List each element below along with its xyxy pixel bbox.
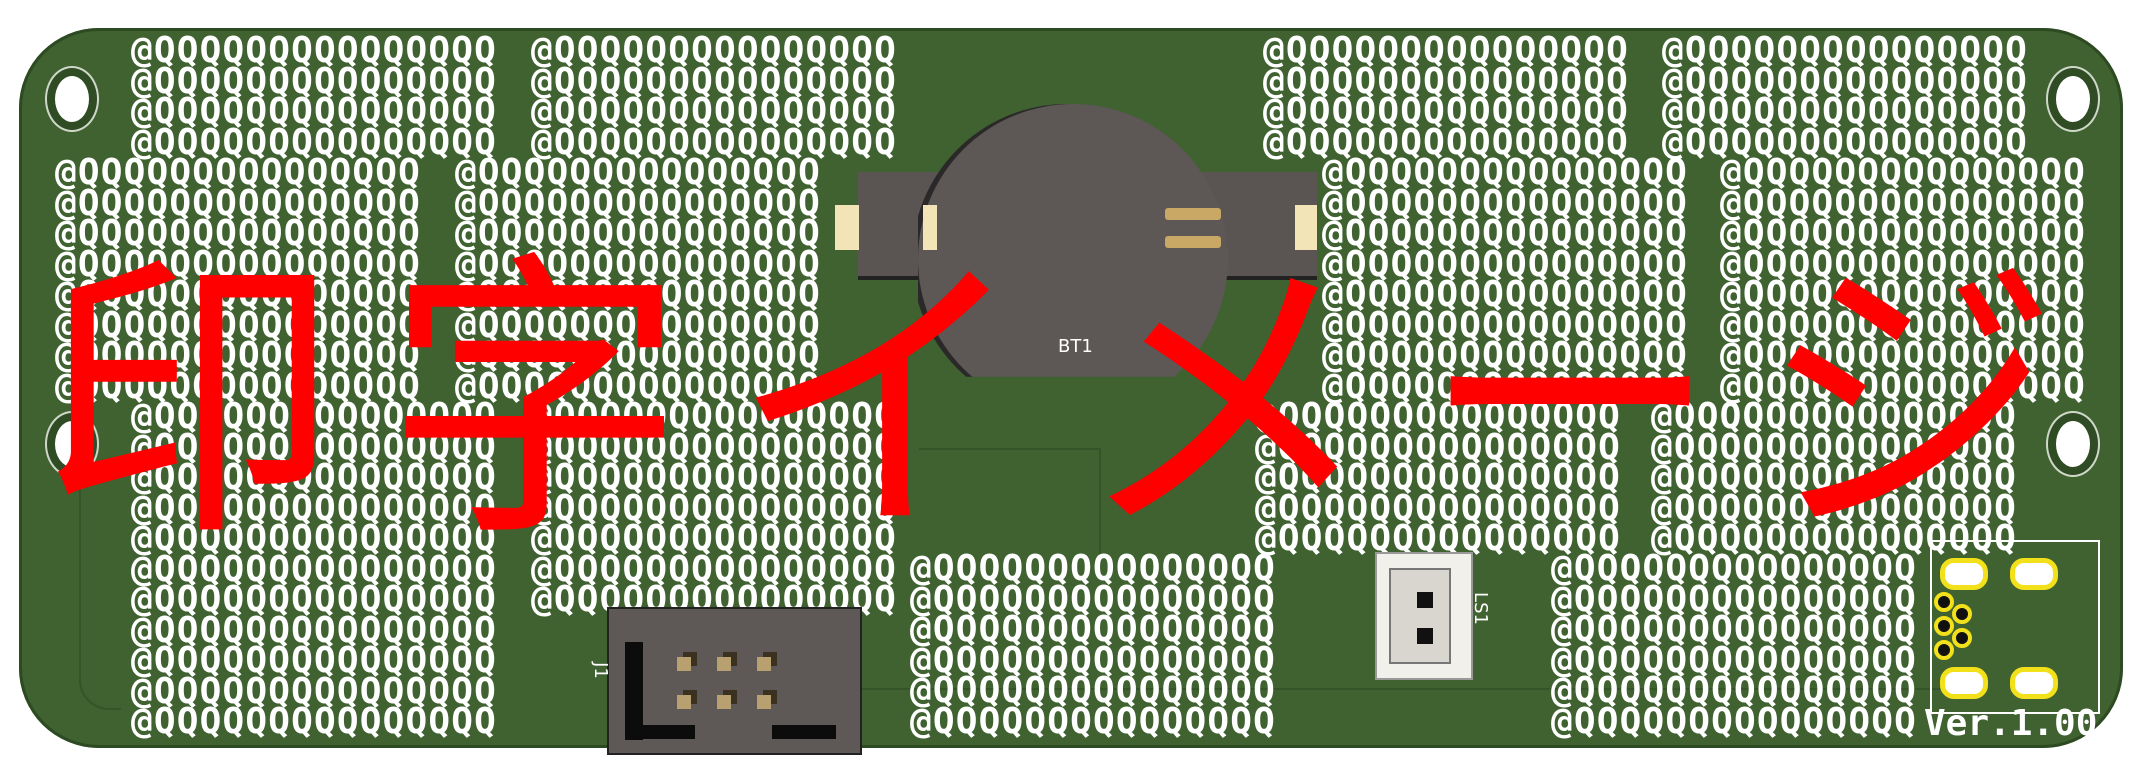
battery-contact [1165,236,1221,248]
connector-pin [1417,592,1433,608]
silkscreen-grid-block: @QQQQQQQQQQQQQQQ @QQQQQQQQQQQQQQQ @QQQQQ… [531,396,897,620]
silkscreen-grid-block: @QQQQQQQQQQQQQQQ @QQQQQQQQQQQQQQQ @QQQQQ… [55,152,421,407]
mounting-hole [55,76,89,122]
battery-tab [923,205,937,250]
header-pin [717,695,731,709]
silkscreen-grid-block: @QQQQQQQQQQQQQQQ @QQQQQQQQQQQQQQQ @QQQQQ… [455,152,821,407]
silkscreen-grid-block: @QQQQQQQQQQQQQQQ @QQQQQQQQQQQQQQQ @QQQQQ… [1651,396,2017,559]
header-pin [757,657,771,671]
silkscreen-grid-block: @QQQQQQQQQQQQQQQ @QQQQQQQQQQQQQQQ @QQQQQ… [131,396,497,742]
battery-label: BT1 [1058,336,1093,357]
mounting-hole [55,421,89,467]
speaker-connector-label: LS1 [1469,592,1491,625]
header-slot [772,725,836,739]
mounting-hole [2056,421,2090,467]
overlay-title: 印字イメージ [40,228,2104,577]
mounting-hole [2056,76,2090,122]
trace [919,448,1101,560]
silkscreen-grid-block: @QQQQQQQQQQQQQQQ @QQQQQQQQQQQQQQQ @QQQQQ… [1551,548,1917,742]
usb-pin-pad [1934,616,1954,636]
usb-connector-footprint [1930,540,2100,714]
pin-header-j1 [607,607,862,755]
silkscreen-grid-block: @QQQQQQQQQQQQQQQ @QQQQQQQQQQQQQQQ @QQQQQ… [1263,30,1629,163]
silkscreen-grid-block: @QQQQQQQQQQQQQQQ @QQQQQQQQQQQQQQQ @QQQQQ… [1662,30,2028,163]
silkscreen-grid-block: @QQQQQQQQQQQQQQQ @QQQQQQQQQQQQQQQ @QQQQQ… [531,30,897,163]
usb-mount-pad [2010,667,2058,699]
silkscreen-grid-block: @QQQQQQQQQQQQQQQ @QQQQQQQQQQQQQQQ @QQQQQ… [1322,152,1688,407]
usb-pin-pad [1952,628,1972,648]
header-pin [717,657,731,671]
silkscreen-grid-block: @QQQQQQQQQQQQQQQ @QQQQQQQQQQQQQQQ @QQQQQ… [131,30,497,163]
usb-mount-pad [1940,558,1988,590]
connector-housing [1389,568,1451,664]
speaker-connector-ls1 [1375,552,1473,680]
header-pin [757,695,771,709]
silkscreen-grid-block: @QQQQQQQQQQQQQQQ @QQQQQQQQQQQQQQQ @QQQQQ… [1720,152,2086,407]
silkscreen-grid-block: @QQQQQQQQQQQQQQQ @QQQQQQQQQQQQQQQ @QQQQQ… [1255,396,1621,559]
version-label: Ver.1.00 [1924,703,2098,744]
connector-pin [1417,628,1433,644]
silkscreen-grid-block: @QQQQQQQQQQQQQQQ @QQQQQQQQQQQQQQQ @QQQQQ… [910,548,1276,742]
header-pin [677,695,691,709]
usb-pin-pad [1952,604,1972,624]
usb-mount-pad [2010,558,2058,590]
battery-contact [1165,208,1221,220]
header-slot [625,642,643,740]
header-pin [677,657,691,671]
battery-tab [1295,205,1317,250]
header-slot [625,725,695,739]
usb-pin-pad [1934,592,1954,612]
usb-pin-pad [1934,640,1954,660]
usb-mount-pad [1940,667,1988,699]
battery-tab [835,205,859,250]
header-label: J1 [589,662,611,679]
